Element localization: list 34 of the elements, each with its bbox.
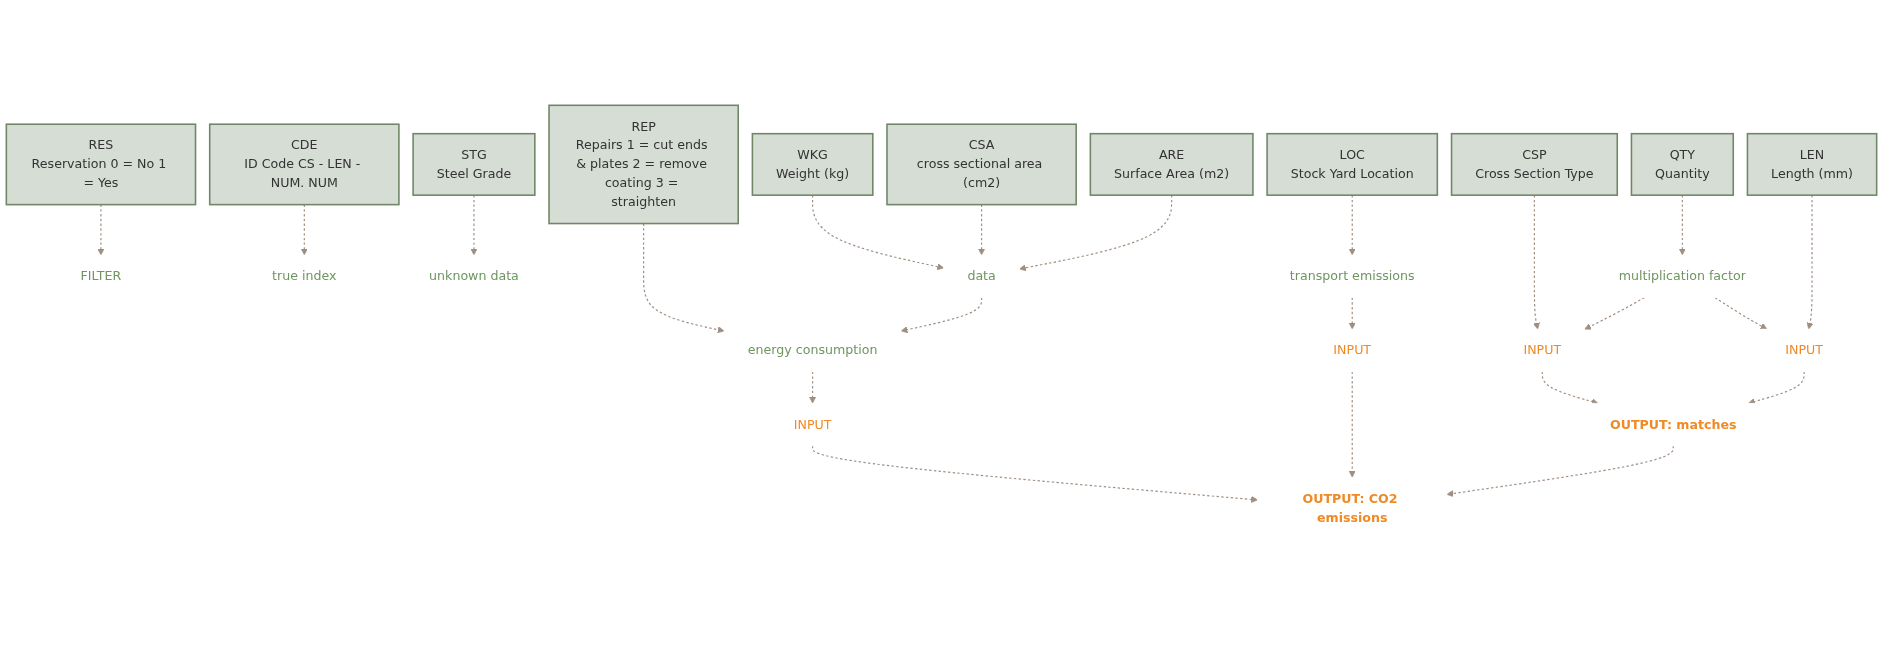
node-text: INPUT bbox=[793, 417, 832, 433]
node-box: RES Reservation 0 = No 1 = Yes bbox=[5, 123, 197, 206]
node-text: transport emissions bbox=[1289, 268, 1415, 284]
node-text: true index bbox=[272, 268, 337, 284]
arrow bbox=[1806, 195, 1814, 330]
arrow bbox=[643, 223, 725, 334]
node-text: energy consumption bbox=[747, 342, 878, 358]
node-text: data bbox=[967, 268, 996, 284]
arrow bbox=[1446, 445, 1674, 498]
node-box: QTY Quantity bbox=[1630, 133, 1735, 197]
arrow bbox=[470, 195, 478, 256]
node-text: INPUT bbox=[1523, 342, 1562, 358]
node-box: LEN Length (mm) bbox=[1746, 133, 1878, 197]
arrow bbox=[1533, 195, 1540, 330]
node-text: unknown data bbox=[429, 268, 519, 284]
arrow bbox=[1019, 195, 1173, 272]
node-box: STG Steel Grade bbox=[412, 133, 536, 197]
node-box: CSP Cross Section Type bbox=[1450, 133, 1619, 197]
node-text: multiplication factor bbox=[1618, 268, 1746, 284]
arrow bbox=[1678, 195, 1686, 256]
node-text: OUTPUT: matches bbox=[1609, 417, 1737, 433]
node-box: WKG Weight (kg) bbox=[751, 133, 874, 197]
node-text: FILTER bbox=[80, 268, 122, 284]
node-text: OUTPUT: CO2 emissions bbox=[1302, 491, 1398, 526]
arrow bbox=[1348, 195, 1356, 256]
node-text: INPUT bbox=[1333, 342, 1372, 358]
node-box: LOC Stock Yard Location bbox=[1266, 133, 1439, 197]
arrow bbox=[812, 445, 1258, 504]
node-box: ARE Surface Area (m2) bbox=[1089, 133, 1254, 197]
node-box: CSA cross sectional area (cm2) bbox=[886, 123, 1077, 206]
arrow bbox=[812, 195, 945, 271]
node-text: INPUT bbox=[1785, 342, 1824, 358]
node-box: REP Repairs 1 = cut ends & plates 2 = remove coating 3 = straighten bbox=[548, 104, 739, 225]
node-box: CDE ID Code CS - LEN - NUM. NUM bbox=[208, 123, 400, 206]
